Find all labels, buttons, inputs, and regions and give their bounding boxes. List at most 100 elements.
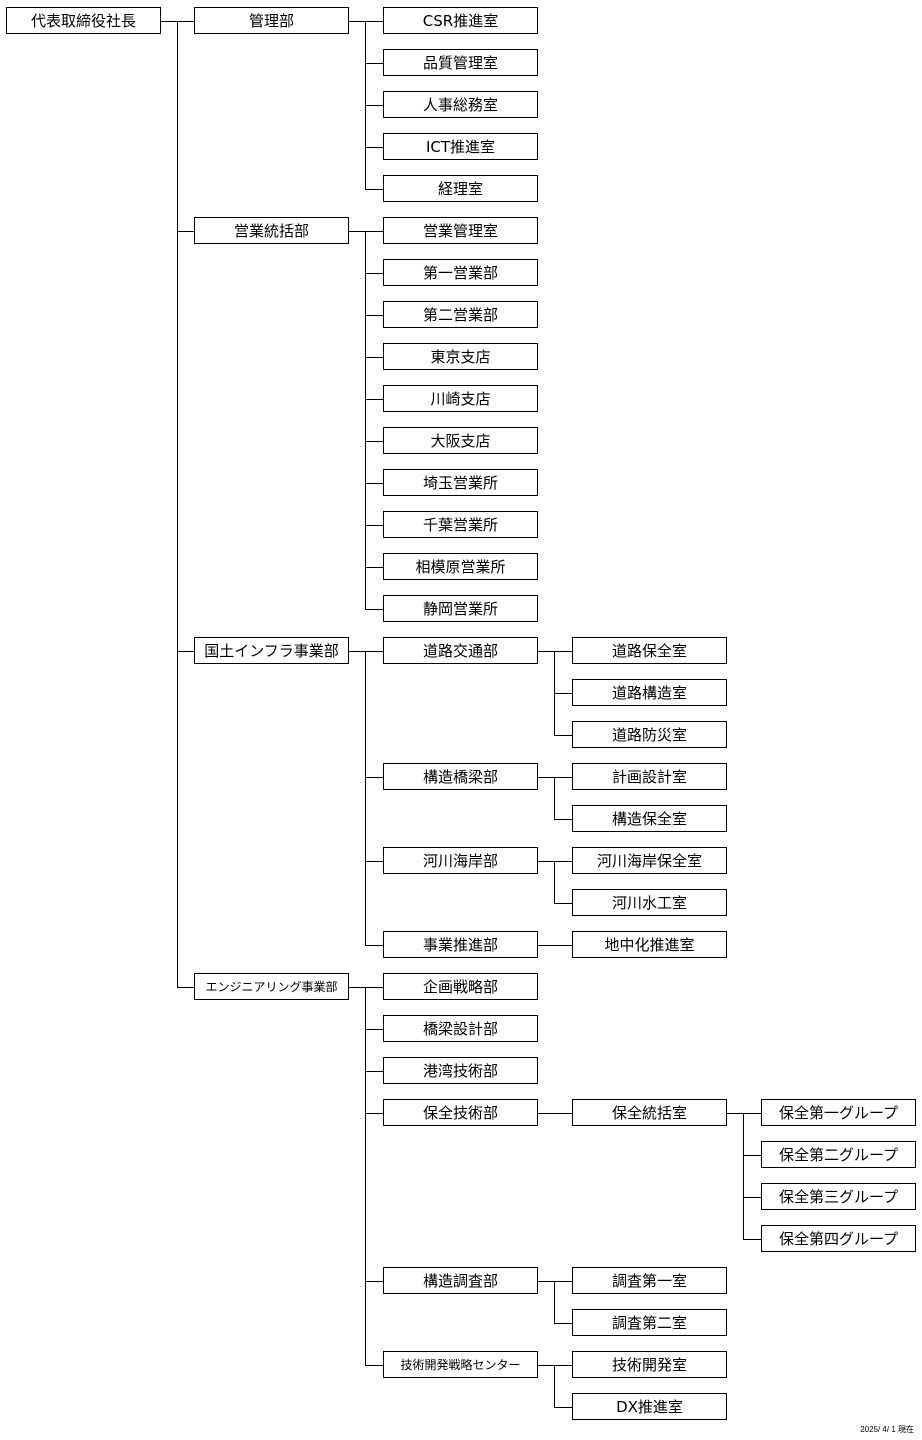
org-box-level-3: DX推進室 [572,1393,727,1420]
connector-line [538,777,572,778]
connector-line [538,651,572,652]
org-box-level-4: 保全第二グループ [761,1141,916,1168]
connector-line [365,105,383,106]
connector-line [554,1323,572,1324]
connector-line [743,1197,761,1198]
org-box-level-2: 東京支店 [383,343,538,370]
org-box-level-2: 構造調査部 [383,1267,538,1294]
org-box-level-2: 技術開発戦略センター [383,1351,538,1378]
org-box-level-3: 道路構造室 [572,679,727,706]
connector-line [365,651,366,946]
connector-line [365,861,383,862]
org-box-level-3: 技術開発室 [572,1351,727,1378]
org-box-level-3: 計画設計室 [572,763,727,790]
connector-line [538,1113,572,1114]
connector-line [554,945,555,946]
org-box-level-1: 営業統括部 [194,217,349,244]
org-box-level-1: エンジニアリング事業部 [194,973,349,1000]
org-box-level-2: 相模原営業所 [383,553,538,580]
org-box-level-3: 道路防災室 [572,721,727,748]
connector-line [554,735,572,736]
connector-line [365,483,383,484]
org-box-level-2: 静岡営業所 [383,595,538,622]
connector-line [365,189,383,190]
connector-line [554,1365,555,1408]
org-box-level-2: CSR推進室 [383,7,538,34]
connector-line [365,777,383,778]
org-box-level-2: 経理室 [383,175,538,202]
connector-line [365,1071,383,1072]
connector-line [538,1281,572,1282]
connector-line [365,1365,383,1366]
connector-line [365,1029,383,1030]
org-box-level-2: 第二営業部 [383,301,538,328]
connector-line [554,903,572,904]
org-box-level-3: 河川海岸保全室 [572,847,727,874]
org-box-level-2: 港湾技術部 [383,1057,538,1084]
connector-line [365,525,383,526]
connector-line [365,357,383,358]
connector-line [727,1113,761,1114]
org-box-level-2: 大阪支店 [383,427,538,454]
org-box-level-2: 事業推進部 [383,931,538,958]
connector-line [554,777,555,820]
org-box-level-1: 管理部 [194,7,349,34]
org-box-level-2: 川崎支店 [383,385,538,412]
org-box-level-4: 保全第四グループ [761,1225,916,1252]
connector-line [349,651,383,652]
connector-line [743,1155,761,1156]
connector-line [177,231,194,232]
org-box-level-2: 道路交通部 [383,637,538,664]
connector-line [365,945,383,946]
org-box-level-2: 営業管理室 [383,217,538,244]
connector-line [538,1365,572,1366]
org-box-level-4: 保全第一グループ [761,1099,916,1126]
connector-line [743,1239,761,1240]
connector-line [177,21,178,988]
connector-line [365,1113,383,1114]
org-box-level-3: 構造保全室 [572,805,727,832]
org-box-level-3: 保全統括室 [572,1099,727,1126]
connector-line [365,567,383,568]
org-box-level-4: 保全第三グループ [761,1183,916,1210]
org-box-level-2: 第一営業部 [383,259,538,286]
connector-line [554,861,555,904]
org-box-level-3: 河川水工室 [572,889,727,916]
connector-line [349,231,383,232]
connector-line [365,63,383,64]
connector-line [349,21,383,22]
connector-line [554,1281,555,1324]
org-box-level-2: 人事総務室 [383,91,538,118]
org-box-root: 代表取締役社長 [6,7,161,34]
connector-line [365,273,383,274]
org-box-level-2: 橋梁設計部 [383,1015,538,1042]
connector-line [365,609,383,610]
connector-line [365,399,383,400]
connector-line [743,1113,744,1240]
org-box-level-3: 調査第一室 [572,1267,727,1294]
org-box-level-2: 企画戦略部 [383,973,538,1000]
connector-line [365,231,366,610]
connector-line [554,819,572,820]
org-box-level-3: 地中化推進室 [572,931,727,958]
connector-line [177,651,194,652]
connector-line [365,315,383,316]
connector-line [365,1281,383,1282]
connector-line [538,861,572,862]
org-box-level-3: 調査第二室 [572,1309,727,1336]
connector-line [554,1113,555,1114]
connector-line [554,1407,572,1408]
as-of-date: 2025/ 4/ 1 現在 [860,1425,914,1434]
org-box-level-2: 千葉営業所 [383,511,538,538]
connector-line [365,441,383,442]
org-box-level-2: 構造橋梁部 [383,763,538,790]
org-box-level-2: 河川海岸部 [383,847,538,874]
connector-line [538,945,572,946]
org-box-level-3: 道路保全室 [572,637,727,664]
org-box-level-2: ICT推進室 [383,133,538,160]
connector-line [177,987,194,988]
org-box-level-2: 保全技術部 [383,1099,538,1126]
connector-line [554,693,572,694]
connector-line [365,147,383,148]
